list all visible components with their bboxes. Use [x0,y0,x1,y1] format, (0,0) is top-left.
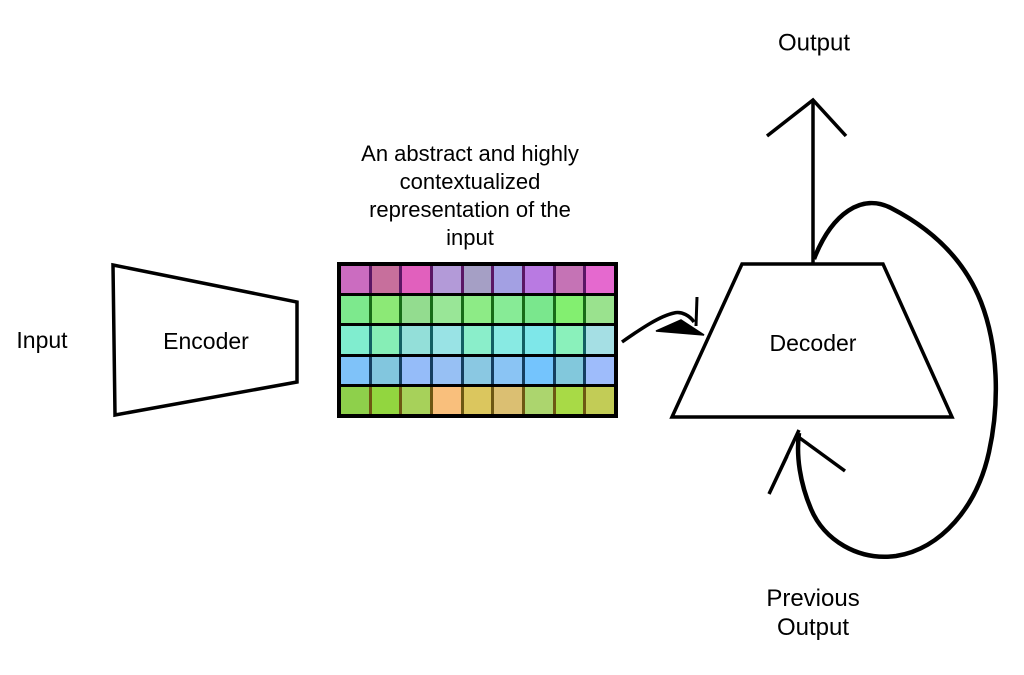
caption-line-2: contextualized [399,169,541,194]
matrix-cell [371,386,400,415]
matrix-cell [555,266,584,294]
matrix-cell [586,296,615,324]
encoder-shape [111,262,299,418]
matrix-cell [371,356,400,384]
matrix-to-decoder-arrow-head [655,319,705,336]
matrix-cell [586,356,615,384]
matrix-row-pink-purple-row [341,266,615,294]
matrix-cell [494,356,523,384]
matrix-cell [525,296,553,324]
matrix-cell [433,326,461,354]
matrix-cell [525,326,553,354]
matrix-cell [525,356,553,384]
matrix-cell [341,266,369,294]
matrix-cell [433,356,461,384]
matrix-cell [402,386,431,415]
matrix-cell [494,326,523,354]
representation-caption: An abstract and highly contextualized re… [305,140,635,252]
matrix-cell [525,386,553,415]
representation-matrix [337,262,618,418]
matrix-row-green-row [341,296,615,324]
encoder-label: Encoder [163,328,249,355]
matrix-cell [463,296,492,324]
matrix-row-yellow-green-row [341,386,615,415]
matrix-cell [463,266,492,294]
matrix-cell [555,386,584,415]
matrix-cell [494,266,523,294]
output-arrow-head [765,97,848,138]
input-label: Input [16,327,68,354]
loop-arrow-head-right-barb [795,434,847,473]
matrix-cell [555,326,584,354]
decoder-label: Decoder [769,330,857,357]
matrix-cell [586,266,615,294]
matrix-cell [402,356,431,384]
matrix-cell [433,266,461,294]
matrix-cell [494,386,523,415]
matrix-cell [371,326,400,354]
matrix-to-decoder-arrow-shaft [620,310,696,344]
matrix-cell [586,386,615,415]
loop-arrow-head-left-barb [767,429,801,495]
matrix-cell [555,356,584,384]
matrix-cell [341,356,369,384]
previous-output-label: Previous Output [766,585,860,641]
matrix-row-blue-row [341,356,615,384]
matrix-cell [371,296,400,324]
matrix-cell [586,326,615,354]
matrix-cell [371,266,400,294]
matrix-cell [402,266,431,294]
matrix-cell [555,296,584,324]
matrix-cell [341,326,369,354]
matrix-cell [525,266,553,294]
matrix-cell [341,296,369,324]
matrix-cell [433,296,461,324]
caption-line-4: input [446,225,494,250]
matrix-cell [402,326,431,354]
caption-line-3: representation of the [369,197,571,222]
matrix-cell [463,356,492,384]
matrix-cell [341,386,369,415]
matrix-cell [494,296,523,324]
output-label: Output [777,29,851,57]
previous-output-loop [795,200,999,559]
matrix-cell [402,296,431,324]
matrix-row-teal-row [341,326,615,354]
decoder-shape [669,262,955,419]
matrix-cell [463,386,492,415]
matrix-cell [463,326,492,354]
matrix-to-decoder-arrow-tick [694,296,699,327]
matrix-cell [433,386,461,415]
caption-line-1: An abstract and highly [361,141,579,166]
